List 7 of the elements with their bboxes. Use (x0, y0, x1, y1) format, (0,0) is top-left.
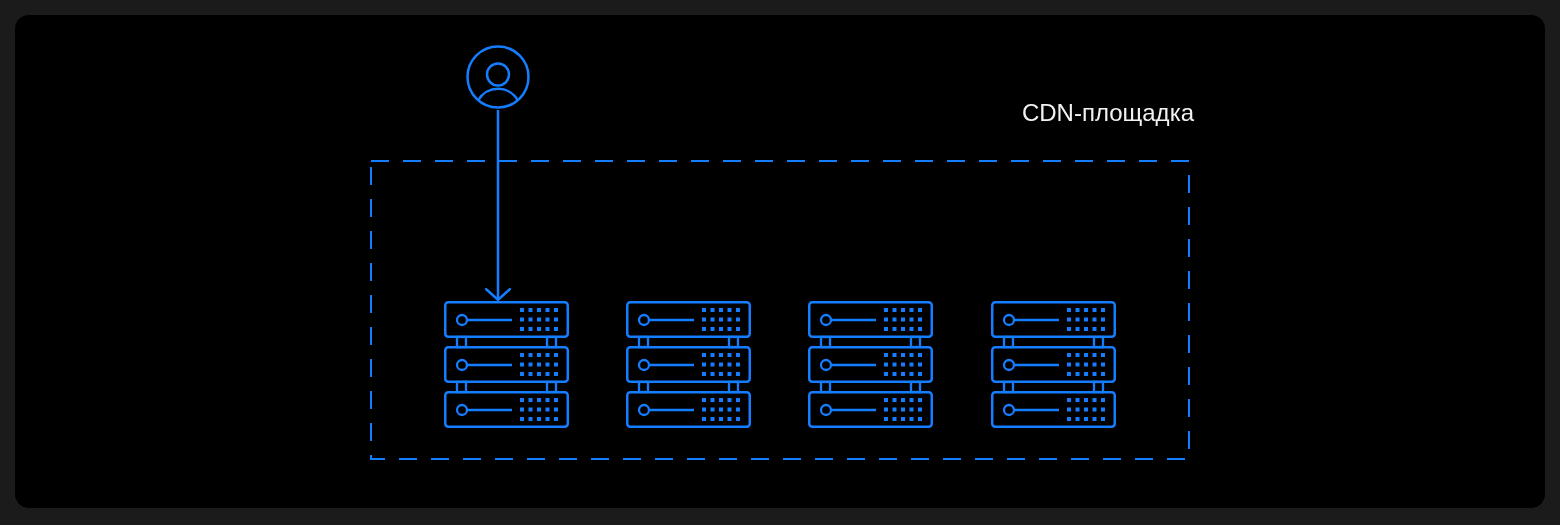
server-rack-icon (626, 301, 751, 428)
user-icon (466, 45, 530, 109)
server-rack-icon (991, 301, 1116, 428)
arrow (484, 110, 512, 302)
server-rack-icon (808, 301, 933, 428)
group-label: CDN-площадка (1021, 98, 1194, 128)
server-rack-icon (444, 301, 569, 428)
